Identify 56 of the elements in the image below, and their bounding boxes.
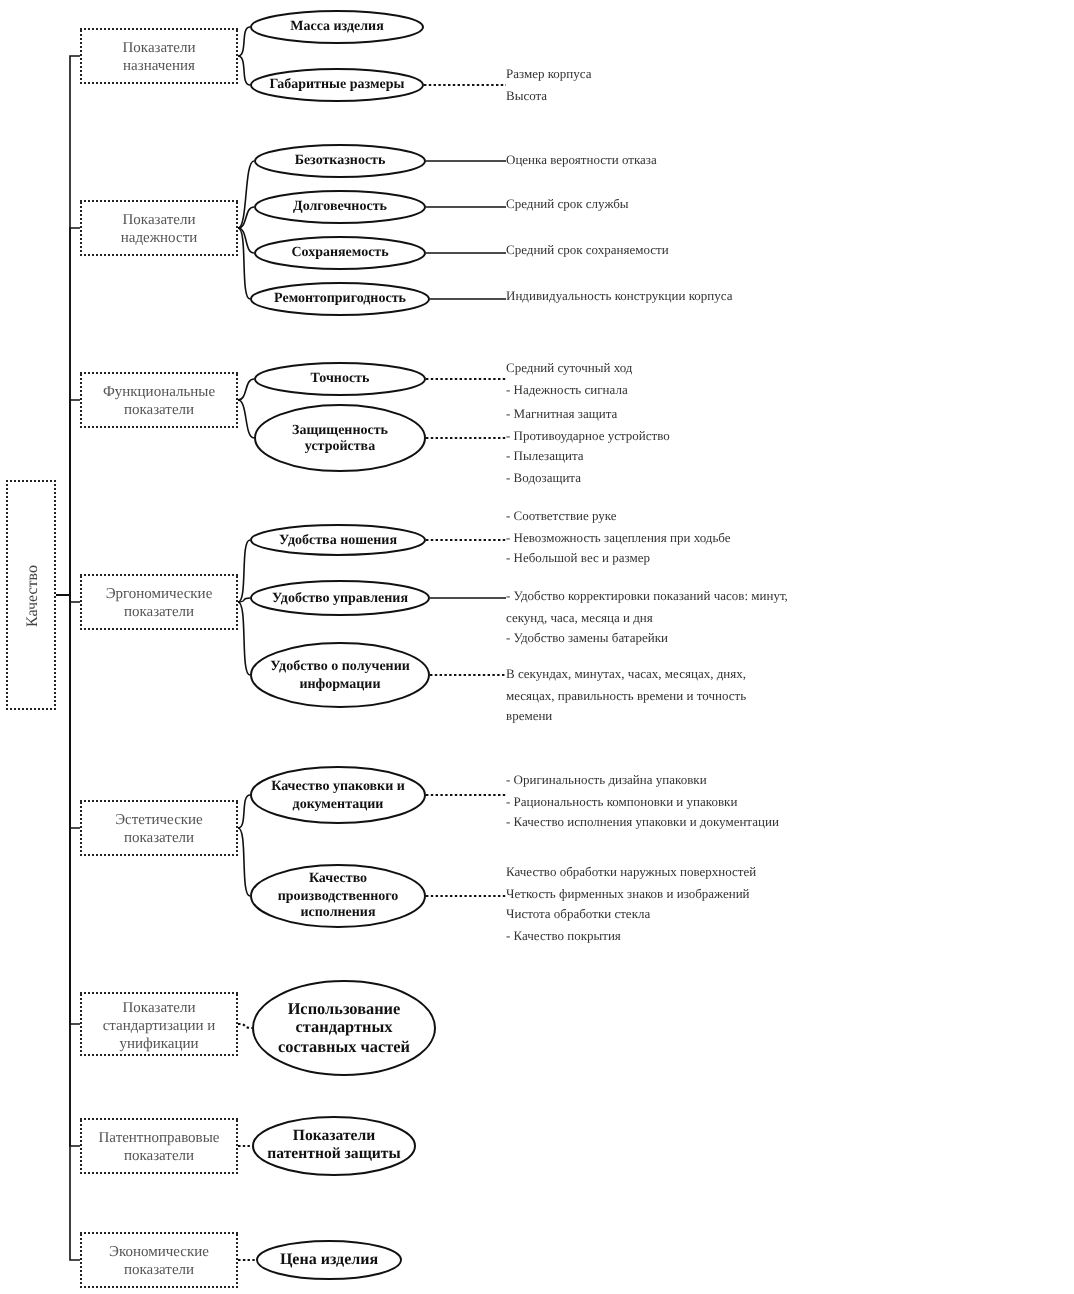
ellipse-node — [250, 68, 424, 102]
connector-line — [429, 597, 507, 599]
connector-line — [237, 378, 255, 401]
category-box — [80, 28, 238, 84]
ellipse-node — [256, 1240, 402, 1280]
category-box — [80, 992, 238, 1056]
ellipse-node — [250, 864, 426, 928]
ellipse-node — [250, 10, 424, 44]
category-box — [80, 200, 238, 256]
ellipse-node — [254, 144, 426, 178]
connector-line — [237, 206, 255, 229]
category-box — [80, 372, 238, 428]
connector-line — [425, 437, 507, 439]
connector-line — [237, 597, 251, 603]
connector-line — [425, 160, 507, 162]
category-box — [80, 1232, 238, 1288]
connector-line — [425, 252, 507, 254]
ellipse-node — [254, 236, 426, 270]
category-box — [80, 1118, 238, 1174]
ellipse-node — [250, 580, 430, 616]
ellipse-node — [254, 404, 426, 472]
connector-line — [237, 227, 251, 300]
category-box — [80, 800, 238, 856]
ellipse-node — [250, 766, 426, 824]
connector-line — [237, 539, 251, 603]
connector-line — [237, 399, 255, 439]
ellipse-node — [250, 524, 426, 556]
connector-line — [429, 674, 507, 676]
connector-line — [237, 227, 255, 254]
connector-line — [425, 378, 507, 380]
connector-line — [425, 206, 507, 208]
ellipse-node — [254, 190, 426, 224]
ellipse-node — [252, 980, 436, 1076]
connector-line — [425, 794, 507, 796]
connector-line — [237, 160, 255, 229]
connector-line — [237, 26, 251, 57]
connector-line — [237, 1145, 253, 1147]
root-box — [6, 480, 56, 710]
connector-line — [237, 827, 251, 897]
connector-line — [423, 84, 507, 86]
category-box — [80, 574, 238, 630]
connector-line — [237, 794, 251, 829]
connector-line — [237, 1259, 257, 1261]
ellipse-node — [250, 282, 430, 316]
connector-line — [237, 601, 251, 676]
connector-line — [237, 55, 251, 86]
ellipse-node — [254, 362, 426, 396]
root-label: Качество — [22, 564, 40, 626]
connector-line — [425, 539, 507, 541]
ellipse-node — [250, 642, 430, 708]
connector-line — [425, 895, 507, 897]
indicator-label: Использование стандартных составных частей — [276, 1000, 412, 1056]
connector-line — [237, 1023, 253, 1029]
ellipse-node — [252, 1116, 416, 1176]
connector-line — [429, 298, 507, 300]
indicator-label: Цена изделия — [279, 1251, 379, 1269]
